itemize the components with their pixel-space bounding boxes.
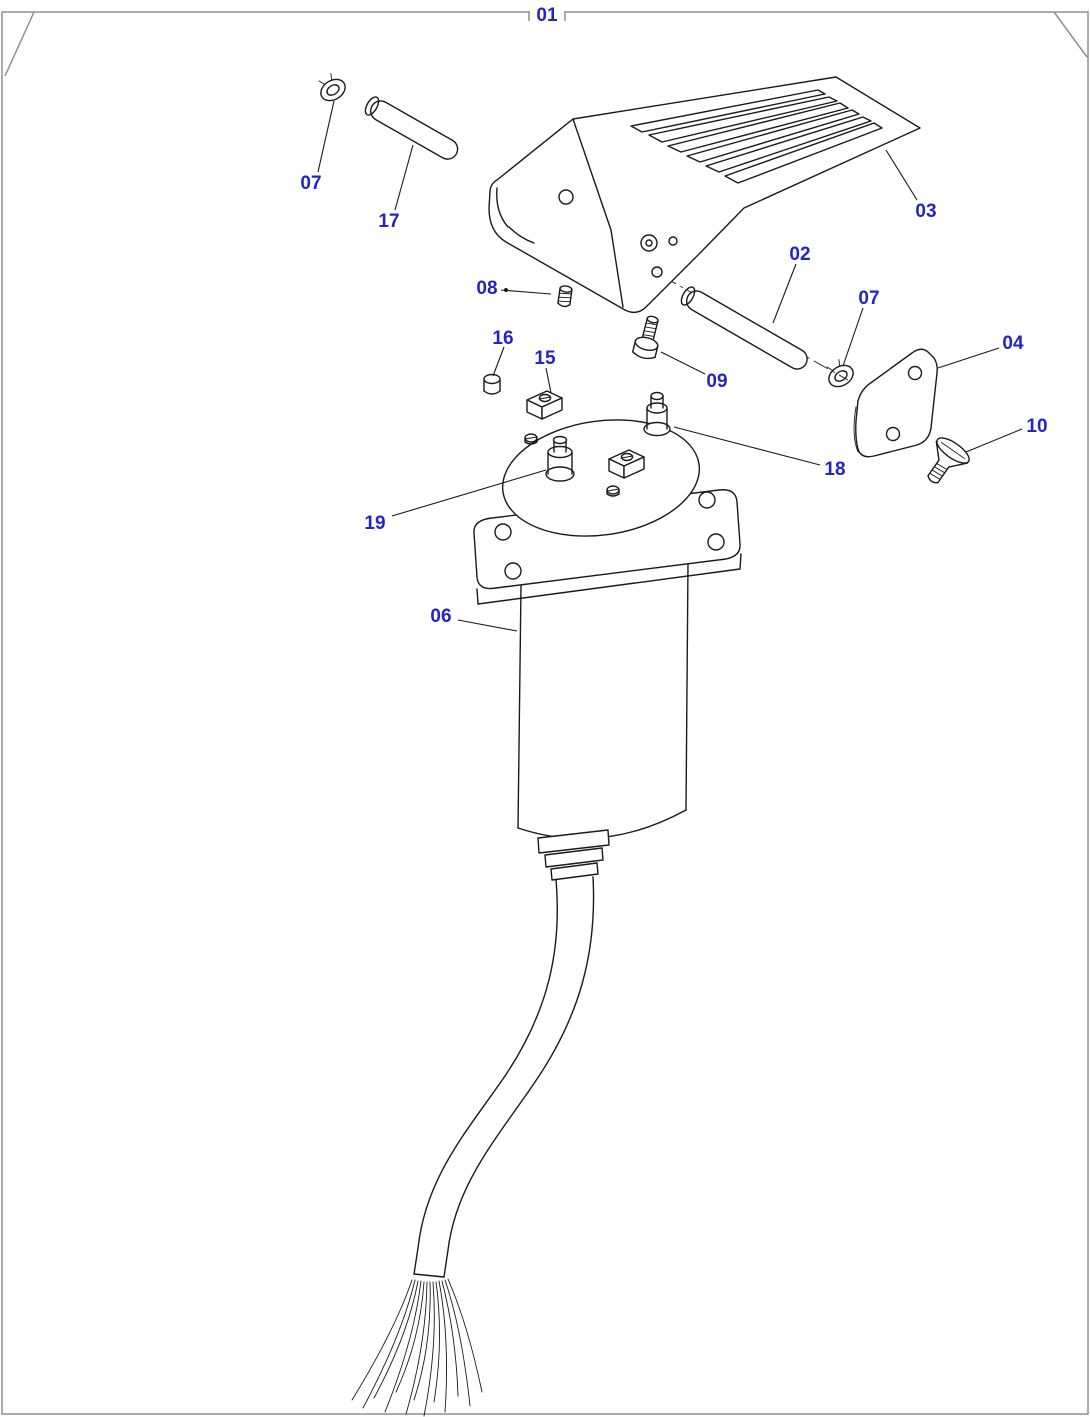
callout-07-b[interactable]: 07 bbox=[858, 288, 879, 309]
bolt-09 bbox=[632, 315, 659, 360]
flat-head-screw-10 bbox=[927, 437, 970, 484]
sender-body-06 bbox=[473, 419, 742, 881]
snap-ring-07-right bbox=[826, 359, 854, 388]
pin-17 bbox=[364, 96, 459, 160]
wire-fan bbox=[351, 1278, 483, 1417]
flange-hole bbox=[504, 562, 522, 580]
leader-lines bbox=[317, 100, 1023, 632]
connector-19 bbox=[545, 435, 575, 482]
callout-02[interactable]: 02 bbox=[789, 244, 810, 265]
flange-hole bbox=[698, 491, 716, 509]
bushing-16 bbox=[483, 373, 501, 395]
mounting-plate-04 bbox=[853, 348, 938, 458]
callout-labels: 01 07 17 03 08 02 07 04 16 15 09 10 18 1… bbox=[300, 3, 1048, 627]
corner-cut-mark-icon bbox=[1053, 11, 1088, 58]
pin-02 bbox=[680, 286, 808, 370]
callout-19[interactable]: 19 bbox=[364, 513, 385, 534]
terminal-block-15 bbox=[524, 390, 563, 445]
callout-18[interactable]: 18 bbox=[824, 459, 845, 480]
callout-10[interactable]: 10 bbox=[1026, 416, 1047, 437]
callout-06[interactable]: 06 bbox=[430, 606, 451, 627]
flange-hole bbox=[494, 523, 512, 541]
pedal-grip-slat bbox=[705, 116, 872, 173]
cable-harness bbox=[351, 876, 595, 1417]
pedal-grip-slat bbox=[686, 109, 860, 163]
callout-16[interactable]: 16 bbox=[492, 328, 513, 349]
callout-17[interactable]: 17 bbox=[378, 211, 399, 232]
flange-hole bbox=[707, 533, 725, 551]
callout-15[interactable]: 15 bbox=[534, 348, 556, 369]
connector-18 bbox=[643, 391, 671, 437]
pedal-grip-slat bbox=[724, 122, 883, 184]
set-screw-08 bbox=[557, 285, 573, 308]
callout-08[interactable]: 08 bbox=[476, 278, 497, 299]
callout-07-a[interactable]: 07 bbox=[300, 173, 321, 194]
pedal-grip-slat bbox=[667, 102, 849, 153]
pedal-grip-slat bbox=[630, 89, 826, 133]
snap-ring-07-left bbox=[318, 73, 346, 102]
callout-03[interactable]: 03 bbox=[915, 201, 936, 222]
callout-01[interactable]: 01 bbox=[536, 5, 558, 26]
callout-04[interactable]: 04 bbox=[1002, 333, 1024, 354]
pedal-assembly-03 bbox=[488, 76, 921, 314]
terminal-block-rear bbox=[606, 449, 645, 497]
pedal-grip-slat bbox=[648, 96, 838, 143]
corner-cut-mark-icon bbox=[4, 11, 35, 77]
callout-09[interactable]: 09 bbox=[706, 371, 727, 392]
